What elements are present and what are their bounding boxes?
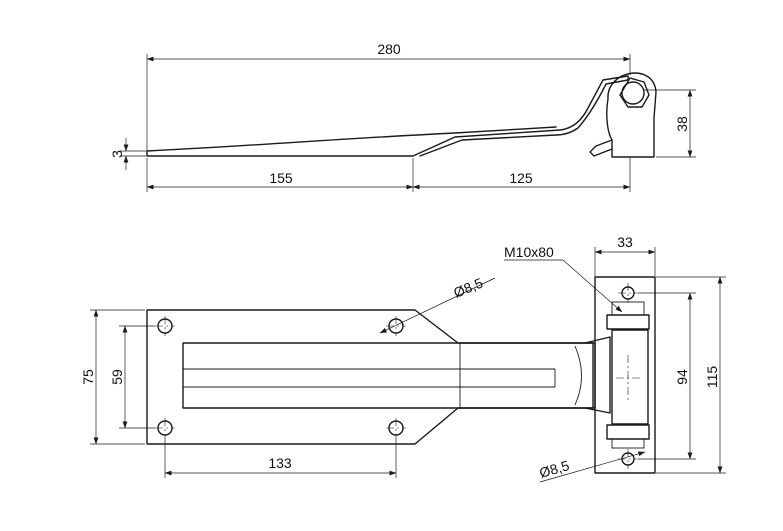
dim-label-125: 125	[509, 170, 533, 186]
dim-label-133: 133	[268, 455, 292, 471]
dim-label-280: 280	[377, 41, 401, 57]
knuckle-bracket-side	[606, 72, 657, 158]
strap-knuckle-flare	[584, 336, 611, 414]
plan-view: 75 59 133 Ø8,5 Ø8,5 M10x80 33 94	[80, 234, 726, 483]
strap-rib	[182, 342, 594, 409]
bracket-plate-plan	[594, 276, 656, 474]
knuckle-body	[611, 329, 649, 425]
dim-label-3: 3	[109, 150, 125, 158]
hook-end	[589, 139, 613, 157]
leader-strap-hole	[379, 277, 496, 334]
leader-bracket-hole	[539, 451, 646, 483]
hinge-strap-side	[146, 75, 629, 157]
dim-label-33: 33	[617, 234, 633, 250]
hinge-pin-hex-nut	[619, 77, 650, 108]
bolt-spec-label: M10x80	[504, 244, 554, 260]
leader-bolt	[562, 259, 623, 313]
strap-plate-plan	[146, 309, 596, 445]
dim-label-38: 38	[674, 116, 690, 132]
dim-label-75: 75	[80, 369, 96, 385]
dim-label-115: 115	[704, 366, 720, 389]
dim-label-strap-hole: Ø8,5	[451, 274, 485, 300]
knuckle-nut-top	[606, 314, 650, 330]
dim-label-155: 155	[269, 170, 293, 186]
dim-label-bracket-hole: Ø8,5	[537, 457, 571, 481]
knuckle-nut-bottom	[606, 424, 650, 440]
side-view: 280 3 155 125 38	[109, 41, 696, 192]
dim-label-94: 94	[674, 369, 690, 385]
strap-holes	[155, 316, 406, 438]
dim-label-59: 59	[109, 369, 125, 385]
